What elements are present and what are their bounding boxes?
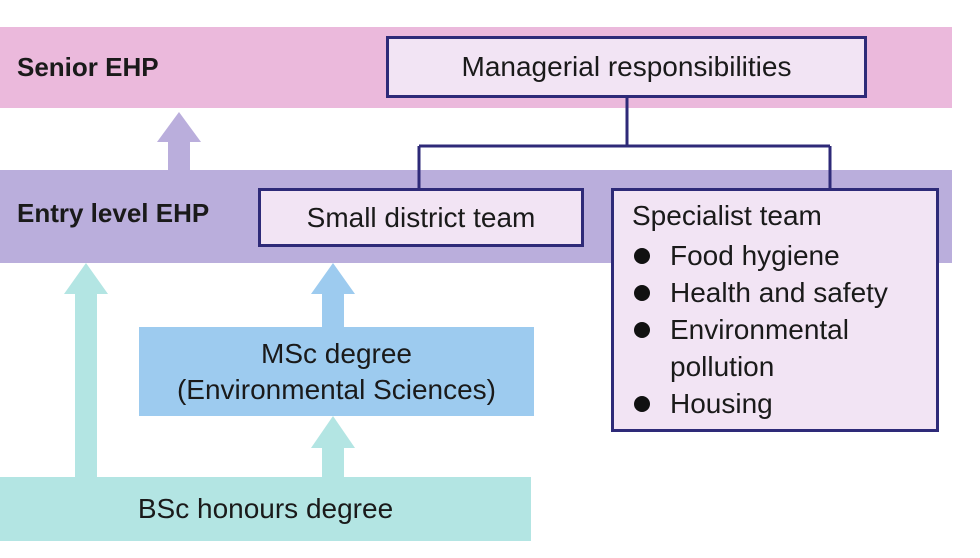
list-item: Housing xyxy=(632,385,936,422)
bsc-honours-degree-text: BSc honours degree xyxy=(137,493,394,524)
entry-level-ehp-label: Entry level EHP xyxy=(17,198,210,228)
bsc-honours-degree-box: BSc honours degree xyxy=(0,477,531,541)
small-district-team-text: Small district team xyxy=(306,201,536,233)
specialist-team-box: Specialist team Food hygiene Health and … xyxy=(611,188,939,432)
arrow-bsc-to-entry xyxy=(64,263,108,477)
list-item: Environmental pollution xyxy=(632,311,936,385)
specialist-team-list: Food hygiene Health and safety Environme… xyxy=(632,237,936,422)
senior-ehp-label: Senior EHP xyxy=(17,52,159,82)
msc-degree-line2: (Environmental Sciences) xyxy=(176,373,497,405)
arrow-entry-to-senior xyxy=(157,112,201,170)
managerial-responsibilities-box: Managerial responsibilities xyxy=(386,36,867,98)
bullet-icon xyxy=(634,322,650,338)
list-item: Food hygiene xyxy=(632,237,936,274)
bullet-icon xyxy=(634,248,650,264)
arrow-msc-to-entry xyxy=(311,263,355,327)
list-item: Health and safety xyxy=(632,274,936,311)
arrow-bsc-to-msc xyxy=(311,416,355,477)
specialist-team-title: Specialist team xyxy=(632,200,822,231)
bullet-icon xyxy=(634,396,650,412)
managerial-responsibilities-text: Managerial responsibilities xyxy=(461,51,792,82)
msc-degree-line1: MSc degree xyxy=(261,337,412,369)
msc-degree-box: MSc degree (Environmental Sciences) xyxy=(139,327,534,416)
bullet-icon xyxy=(634,285,650,301)
small-district-team-box: Small district team xyxy=(258,188,584,247)
